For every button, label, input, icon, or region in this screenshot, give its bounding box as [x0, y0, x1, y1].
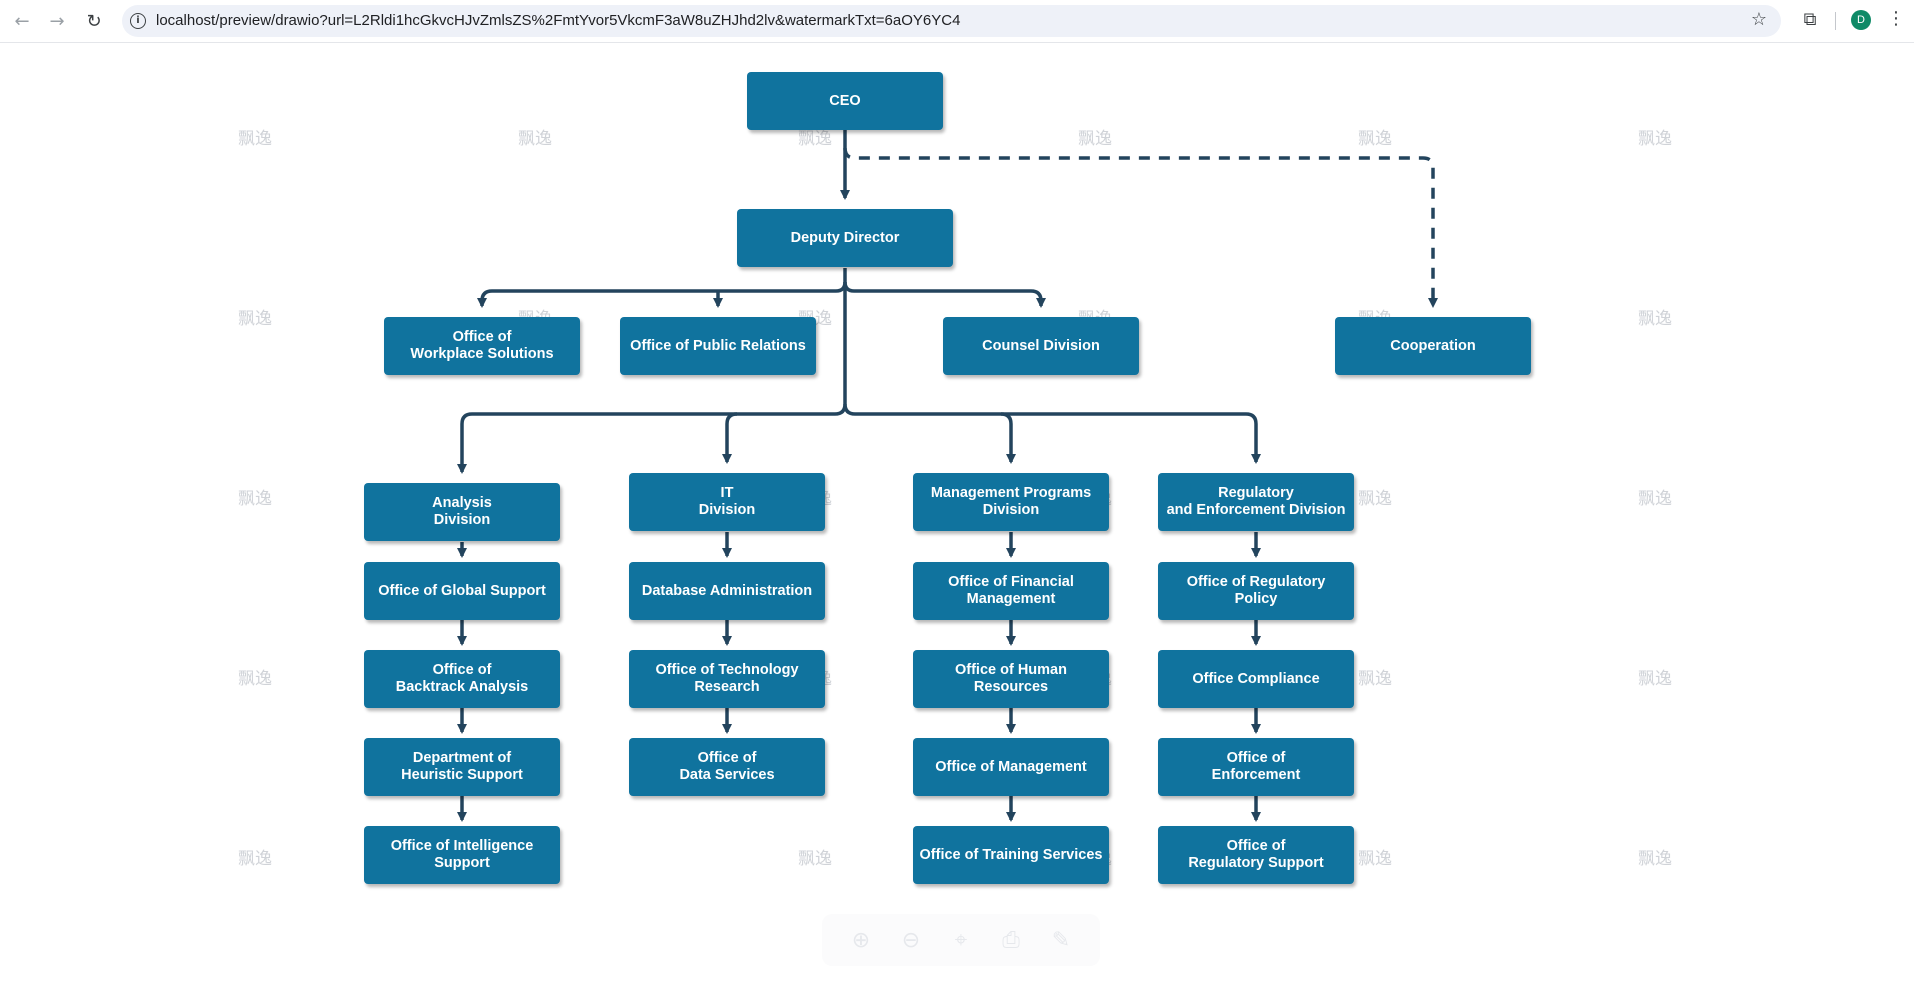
bookmark-star-icon[interactable]: ☆	[1750, 9, 1767, 30]
edge-ceo-cooperation	[843, 147, 1438, 308]
zoom-out-icon[interactable]: ⊖	[901, 927, 921, 953]
toolbar-divider	[1835, 12, 1836, 30]
node-office-intelligence-support[interactable]: Office of Intelligence Support	[364, 826, 560, 884]
edge-deputy-counsel	[843, 281, 1046, 308]
node-analysis-division[interactable]: Analysis Division	[364, 483, 560, 541]
forward-icon[interactable]: →	[49, 10, 65, 32]
node-office-workplace-solutions[interactable]: Office of Workplace Solutions	[384, 317, 580, 375]
edit-icon[interactable]: ✎	[1051, 927, 1071, 953]
browser-menu-icon[interactable]: ⋮	[1887, 8, 1905, 29]
node-department-heuristic-support[interactable]: Department of Heuristic Support	[364, 738, 560, 796]
url-text[interactable]: localhost/preview/drawio?url=L2Rldi1hcGk…	[156, 12, 961, 29]
node-regulatory-enforcement-division[interactable]: Regulatory and Enforcement Division	[1158, 473, 1354, 531]
node-counsel-division[interactable]: Counsel Division	[943, 317, 1139, 375]
zoom-in-icon[interactable]: ⊕	[851, 927, 871, 953]
node-ceo[interactable]: CEO	[747, 72, 943, 130]
node-office-data-services[interactable]: Office of Data Services	[629, 738, 825, 796]
node-office-regulatory-policy[interactable]: Office of Regulatory Policy	[1158, 562, 1354, 620]
node-office-backtrack-analysis[interactable]: Office of Backtrack Analysis	[364, 650, 560, 708]
node-office-global-support[interactable]: Office of Global Support	[364, 562, 560, 620]
print-icon[interactable]: ⎙	[1002, 927, 1020, 953]
site-info-icon[interactable]: i	[130, 13, 146, 29]
node-office-human-resources[interactable]: Office of Human Resources	[913, 650, 1109, 708]
node-office-management[interactable]: Office of Management	[913, 738, 1109, 796]
node-deputy-director[interactable]: Deputy Director	[737, 209, 953, 267]
profile-avatar[interactable]: D	[1851, 10, 1871, 30]
address-bar[interactable]: i localhost/preview/drawio?url=L2Rldi1hc…	[122, 5, 1781, 37]
viewer-toolbar: ⊕ ⊖ ⌖ ⎙ ✎	[822, 914, 1100, 966]
edge-deputy-mgmt	[843, 403, 1016, 464]
back-icon[interactable]: ←	[14, 10, 30, 32]
edge-deputy-it	[722, 412, 738, 464]
fit-icon[interactable]: ⌖	[954, 927, 968, 953]
node-management-programs-division[interactable]: Management Programs Division	[913, 473, 1109, 531]
reload-icon[interactable]: ↻	[86, 10, 102, 32]
node-it-division[interactable]: IT Division	[629, 473, 825, 531]
node-office-technology-research[interactable]: Office of Technology Research	[629, 650, 825, 708]
node-cooperation[interactable]: Cooperation	[1335, 317, 1531, 375]
node-office-enforcement[interactable]: Office of Enforcement	[1158, 738, 1354, 796]
node-office-compliance[interactable]: Office Compliance	[1158, 650, 1354, 708]
edge-deputy-workplace	[477, 268, 847, 308]
node-database-administration[interactable]: Database Administration	[629, 562, 825, 620]
node-office-public-relations[interactable]: Office of Public Relations	[620, 317, 816, 375]
extensions-icon[interactable]: ⧉	[1803, 9, 1817, 30]
browser-toolbar: ← → ↻ i localhost/preview/drawio?url=L2R…	[0, 0, 1914, 43]
edge-deputy-regulatory	[1001, 412, 1261, 464]
edge-deputy-analysis	[457, 282, 847, 474]
node-office-regulatory-support[interactable]: Office of Regulatory Support	[1158, 826, 1354, 884]
node-office-training-services[interactable]: Office of Training Services	[913, 826, 1109, 884]
node-office-financial-management[interactable]: Office of Financial Management	[913, 562, 1109, 620]
